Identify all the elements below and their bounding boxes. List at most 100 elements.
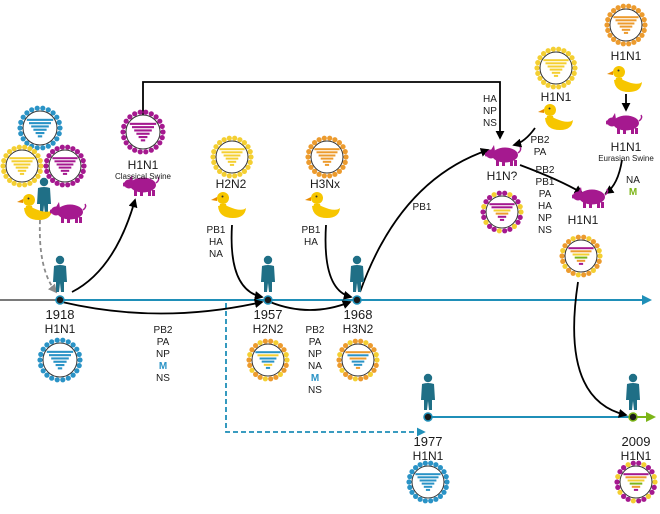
arrow-1957-1968: [269, 300, 352, 311]
duck-icon: [607, 66, 642, 92]
virus-icon: [43, 144, 87, 188]
gene-label: HA: [483, 94, 497, 105]
virus-icon: [305, 135, 349, 179]
arrow-swine-triple: [142, 81, 505, 140]
genes-h2n2: PB1 HA NA: [207, 225, 226, 260]
virus-icon: [559, 234, 603, 278]
subtype-1977: H1N1: [413, 449, 444, 463]
avian-h1n1-top: H1N1: [611, 49, 642, 63]
arrow-swine-2009: [573, 281, 628, 418]
node-1968: [352, 295, 362, 305]
year-1918: 1918: [46, 307, 75, 322]
virus-icon: [604, 3, 648, 47]
virus-icon: [406, 460, 450, 504]
arrow-1918-swine: [71, 198, 138, 293]
gene-label: HA: [209, 237, 223, 248]
gene-label: NS: [308, 385, 322, 396]
eurasian-label: Eurasian Swine: [598, 154, 654, 163]
gene-label: NS: [538, 225, 552, 236]
genes-avian-pb2-pa: PB2 PA: [531, 135, 550, 158]
gene-label: NP: [538, 213, 552, 224]
virus-icon: [37, 337, 83, 383]
virus-layer: [0, 3, 658, 504]
h1n-unknown-label: H1N?: [487, 169, 518, 183]
genes-triple-reassortant: PB2 PB1 PA HA NP NS: [536, 165, 555, 236]
year-1968: 1968: [344, 307, 373, 322]
human-icon: [421, 373, 435, 410]
swine-h1n1-2009-label: H1N1: [568, 213, 599, 227]
h3nx-label: H3Nx: [310, 177, 340, 191]
gene-label: NP: [483, 106, 497, 117]
arrow-triple-2009swine: [519, 164, 584, 194]
node-1977: [423, 412, 433, 422]
duck-icon: [538, 104, 573, 130]
genes-swine-ha-np-ns: HA NP NS: [483, 94, 497, 129]
virus-icon: [534, 46, 578, 90]
human-icon: [626, 373, 640, 410]
gene-m-eurasian: M: [629, 187, 637, 198]
gene-label: PA: [157, 337, 170, 348]
virus-icon: [246, 338, 290, 382]
gene-label: PB1: [207, 225, 226, 236]
gene-label: PB1: [536, 177, 555, 188]
gene-label: PB2: [531, 135, 550, 146]
avian-h1n1-mid: H1N1: [541, 90, 572, 104]
h2n2-label: H2N2: [216, 177, 247, 191]
year-2009: 2009: [622, 434, 651, 449]
year-1957: 1957: [254, 307, 283, 322]
human-icon: [53, 255, 67, 292]
classical-swine-subtype: H1N1: [128, 158, 159, 172]
gene-label: NP: [156, 349, 170, 360]
gene-label: NA: [209, 249, 223, 260]
arrow-h2n2-1957: [230, 224, 264, 300]
gene-label: PB2: [154, 325, 173, 336]
gene-label-m: M: [159, 361, 167, 372]
gene-label: NA: [308, 361, 322, 372]
genes-h3nx: PB1 HA: [302, 225, 321, 248]
subtype-1957: H2N2: [253, 322, 284, 336]
virus-icon: [210, 135, 254, 179]
gene-label: NS: [483, 118, 497, 129]
arrow-h3nx-1968: [324, 224, 353, 300]
gene-label: HA: [304, 237, 318, 248]
node-1957: [263, 295, 273, 305]
gene-label: NS: [156, 373, 170, 384]
arrow-1968-triple: [359, 148, 490, 293]
dashed-origin-arrow: [38, 219, 58, 294]
virus-icon: [614, 460, 658, 504]
gene-label: PA: [539, 189, 552, 200]
virus-icon: [0, 144, 44, 188]
node-2009: [628, 412, 638, 422]
virus-icon: [120, 109, 166, 155]
arrow-1918-1957: [61, 299, 264, 315]
gene-label: HA: [538, 201, 552, 212]
duck-icon: [305, 192, 340, 218]
gene-pb1-1968: PB1: [413, 202, 432, 213]
gene-label: PB1: [302, 225, 321, 236]
arrow-eurasian-2009swine: [604, 159, 623, 194]
gene-label: PB2: [536, 165, 555, 176]
node-1918: [55, 295, 65, 305]
eurasian-subtype: H1N1: [611, 140, 642, 154]
arrow-avian-triple: [512, 127, 536, 148]
classical-swine-label: Classical Swine: [115, 172, 172, 181]
pig-icon: [49, 201, 87, 224]
pig-icon: [484, 144, 522, 167]
pig-icon: [605, 112, 643, 135]
subtype-2009: H1N1: [621, 449, 652, 463]
gene-label: PB2: [306, 325, 325, 336]
genes-1957-1968: PB2 PA NP NA M NS: [306, 325, 325, 396]
dashed-reemergence-arrow: [225, 303, 426, 437]
subtype-1968: H3N2: [343, 322, 374, 336]
duck-icon: [211, 192, 246, 218]
human-icon: [261, 255, 275, 292]
virus-icon: [480, 190, 524, 234]
gene-label-m: M: [311, 373, 319, 384]
gene-label: NP: [308, 349, 322, 360]
human-icon: [37, 177, 51, 214]
virus-icon: [17, 105, 63, 151]
gene-na-eurasian: NA: [626, 175, 640, 186]
gene-label: PA: [534, 147, 547, 158]
